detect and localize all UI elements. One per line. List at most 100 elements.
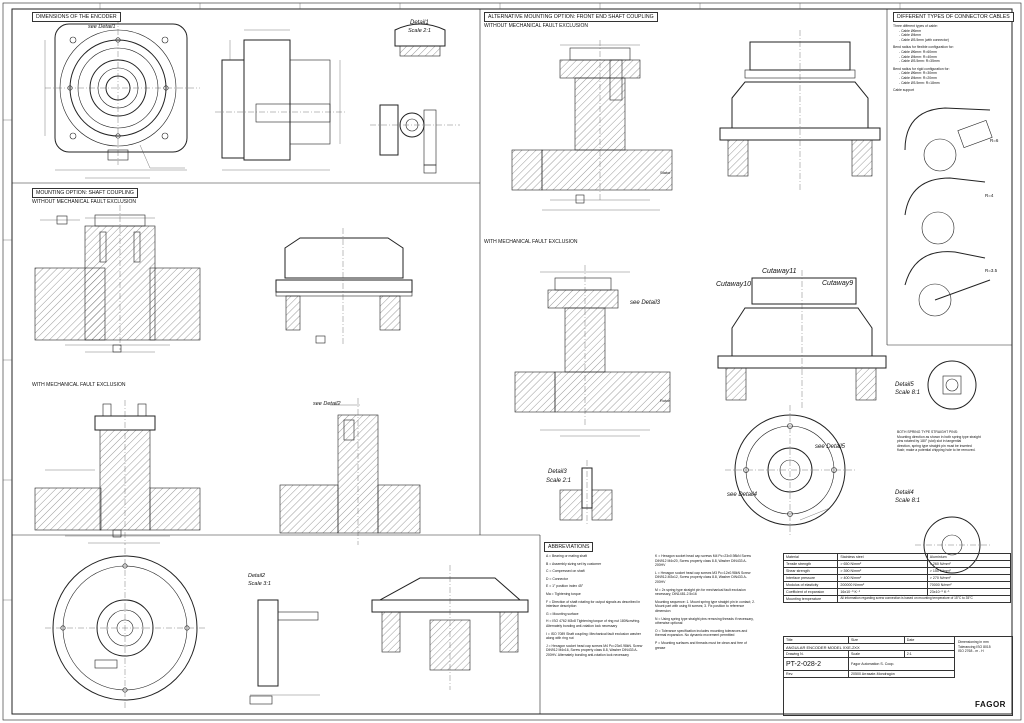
cable-note: - Cable Ø4mm (899, 33, 922, 38)
cable-sketches (904, 107, 993, 317)
date-label: Date (903, 636, 956, 644)
spec-header-cell: Material (782, 553, 839, 561)
flange-front-view (45, 548, 205, 710)
callout-detail3: Detail3 (548, 469, 567, 475)
spec-cell: 200000 N/mm² (837, 581, 928, 589)
spring-note-line: Mounting direction as shown in both spri… (897, 434, 981, 439)
abbreviation-item: B = Assembly sizing set by customer (546, 561, 602, 566)
scale-value: 2:1 (903, 650, 956, 658)
spec-cell: Tensile strength (782, 560, 839, 568)
spec-header-cell: Stainless steel (837, 553, 928, 561)
spec-cell: > 270 N/mm² (926, 574, 1012, 582)
size-label: Size (848, 636, 905, 644)
abbreviation-item: Mounting sequence: 1. Mount spring type … (655, 599, 755, 613)
encoder-front-view-2 (725, 405, 855, 535)
spec-cell: Coefficient of expansion (782, 588, 839, 596)
callout-cutaway10: Cutaway10 (716, 281, 752, 288)
scale-label: Scale (848, 650, 905, 658)
encoder-mounted-view-3 (717, 270, 887, 410)
label-stator: Stator (660, 170, 671, 175)
cable-note: Cable support (893, 88, 915, 93)
spec-cell: > 400 N/mm² (837, 574, 928, 582)
section-title-alt-mounting: ALTERNATIVE MOUNTING OPTION: FRONT END S… (484, 12, 658, 22)
callout-detail2-scale: Scale 3:1 (248, 581, 271, 587)
callout-see-detail1: see Detail1 (88, 24, 116, 30)
spring-pin-note: BOTH SPRING TYPE STRAIGHT PINS: Mounting… (897, 430, 1009, 453)
abbreviation-item: I = ISO 7089 Shaft coupling: Mechanical … (546, 631, 641, 641)
inner-frame (11, 8, 1013, 715)
callout-see-detail5: see Detail5 (815, 444, 846, 450)
cable-note: - Cable Ø6mm: R=60mm (899, 49, 937, 54)
subtitle-shaft-without: WITHOUT MECHANICAL FAULT EXCLUSION (32, 199, 136, 205)
abbreviation-item: F = Direction of shaft rotating for outp… (546, 599, 641, 609)
zone-ticks (3, 3, 901, 601)
callout-detail5-scale: Scale 8:1 (895, 390, 921, 396)
encoder-mounted-view-2 (719, 30, 881, 190)
detail3-view (559, 460, 613, 525)
detail1-view (370, 23, 460, 174)
abbreviation-item: G = Mounting surface (546, 611, 579, 616)
callout-detail1: Detail1 (410, 20, 429, 26)
callout-see-detail2: see Detail2 (313, 401, 341, 407)
spec-cell: Shear strength (782, 567, 839, 575)
drawing-number: PT-2-028-2 (783, 657, 849, 671)
spec-row: Interface pressure> 400 N/mm²> 270 N/mm² (782, 574, 1012, 582)
tolerance-notes: Dimensioning in mm Tolerancing ISO 8015 … (958, 640, 1010, 654)
abbreviation-item: Ma = Tightening torque (546, 591, 581, 596)
radius-label: R=4 (985, 193, 994, 198)
abbreviation-item: N = Using spring type straight pins remo… (655, 616, 754, 626)
abbreviation-item: P = Mounting surfaces and threads must b… (655, 640, 747, 650)
cable-note: Bend radius for rigid configuration for: (893, 66, 950, 71)
label-rotor: Rotor (660, 398, 670, 403)
spec-cell: > 260 N/mm² (926, 560, 1012, 568)
cable-note: - Cable Ø3.5mm (with connector) (899, 37, 949, 42)
abbreviation-item: E = 1° position index 45° (546, 584, 584, 589)
section-title-abbreviations: ABBREVIATIONS (544, 542, 594, 552)
encoder-side-view (215, 29, 345, 171)
abbreviations-right: K = Hexagon socket head cap screws M4 Pc… (655, 554, 755, 650)
callout-detail2: Detail2 (248, 573, 266, 579)
cable-note: - Cable Ø6mm: R=30mm (899, 71, 937, 76)
cable-note: Three different types of cable: (893, 24, 938, 28)
spring-note-line: BOTH SPRING TYPE STRAIGHT PINS: (897, 430, 958, 434)
radius-label: R=3.5 (985, 268, 998, 273)
callout-detail5: Detail5 (895, 382, 914, 388)
material-spec-table: Material Stainless steel Aluminium Tensi… (782, 553, 1012, 603)
detail2-small (249, 599, 320, 705)
spec-header-row: Material Stainless steel Aluminium (782, 553, 1012, 561)
encoder-mounted-view-1 (275, 228, 413, 345)
abbreviation-item: O = Tolerance specification includes mou… (655, 628, 748, 638)
spring-note-line: direction, spring type straight pin must… (897, 443, 972, 448)
abbreviations-left: A = Bearing or mating shaft B = Assembly… (546, 554, 646, 658)
cable-note: - Cable Ø4mm: R=40mm (899, 54, 937, 59)
detail5-view (927, 360, 977, 410)
callout-detail4: Detail4 (895, 490, 914, 496)
spec-cell: 23x10⁻⁶ K⁻¹ (926, 588, 1012, 596)
spec-cell: Interface pressure (782, 574, 839, 582)
abbreviation-item: M = 2x spring type straight pin for mech… (655, 587, 746, 597)
abbreviation-item: J = Hexagon socket head cap screws M4 Pc… (546, 643, 643, 657)
cable-note: - Cable Ø3.5mm: R=18mm (899, 80, 940, 85)
spec-cell: 16x10⁻⁶ K⁻¹ (837, 588, 928, 596)
shaft-coupling-section-2 (34, 400, 201, 545)
region-separators (12, 9, 1012, 714)
spec-header-cell: Aluminium (926, 553, 1012, 561)
section-title-dimensions: DIMENSIONS OF THE ENCODER (32, 12, 121, 22)
spring-note-line: pins rotated by 180° (slot) slot in tang… (897, 439, 962, 444)
company-name: Fagor Automation S. Coop. (848, 657, 955, 671)
spec-cell: Mounting temperature (782, 595, 839, 603)
callout-detail4-scale: Scale 8:1 (895, 498, 921, 504)
detail2-section (279, 398, 421, 545)
iso-fit-note: ISO 2768 - m - H (958, 649, 984, 654)
company-address: 20500 Arrasate-Mondragón (848, 670, 955, 678)
subtitle-alt-with: WITH MECHANICAL FAULT EXCLUSION (484, 239, 578, 245)
abbreviation-item: C = Compressed on shaft (546, 569, 585, 574)
general-tolerance: Dimensioning in mm (958, 640, 989, 644)
radius-label: R=6 (990, 138, 999, 143)
spec-cell: > 650 N/mm² (837, 560, 928, 568)
subtitle-shaft-with: WITH MECHANICAL FAULT EXCLUSION (32, 382, 126, 388)
